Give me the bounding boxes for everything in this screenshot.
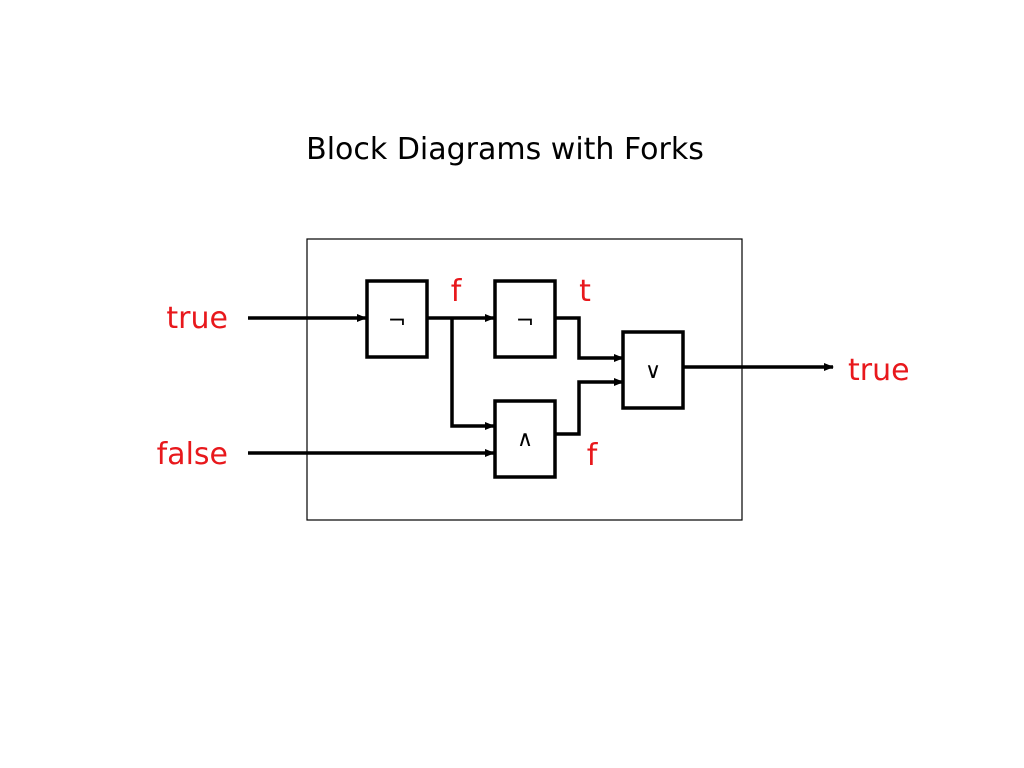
enclosing-box (306, 238, 743, 521)
not-gate-1: ¬ (365, 279, 429, 359)
input-label-true: true (166, 301, 228, 336)
not-gate-2: ¬ (493, 279, 557, 359)
slide-title: Block Diagrams with Forks (306, 132, 704, 167)
wire-not2-to-or (555, 316, 624, 362)
not-gate-1-symbol: ¬ (388, 309, 406, 334)
or-gate-symbol: ∨ (645, 359, 661, 384)
output-label-true: true (848, 353, 910, 388)
and-gate: ∧ (493, 399, 557, 479)
not1-output-label: f (451, 274, 463, 309)
and-output-label: f (587, 438, 599, 473)
not2-output-label: t (579, 274, 591, 309)
or-gate: ∨ (621, 330, 685, 410)
wire-and-to-or (555, 378, 624, 436)
not-gate-2-symbol: ¬ (516, 309, 534, 334)
wire-fork-to-and (450, 318, 495, 430)
and-gate-symbol: ∧ (517, 427, 533, 452)
input-label-false: false (157, 437, 228, 472)
